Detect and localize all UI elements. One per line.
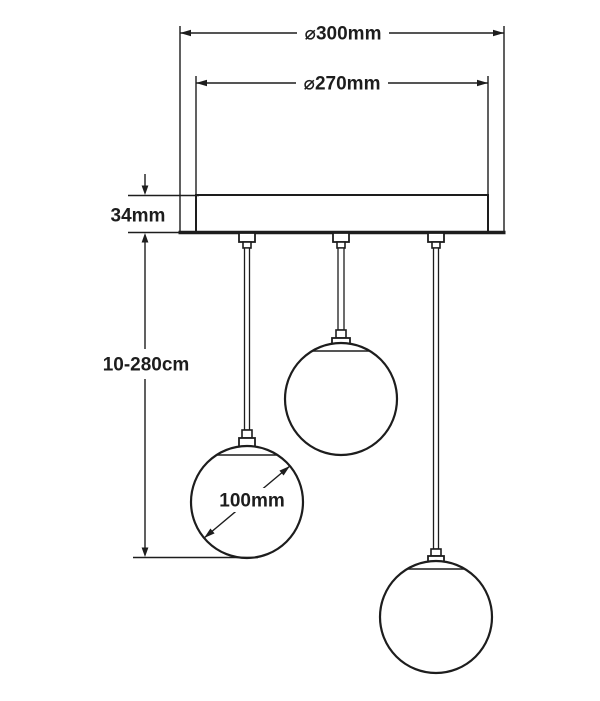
dimension-labels: ⌀300mm ⌀270mm 34mm 10-280cm 100mm — [103, 21, 389, 512]
cord-left — [243, 247, 251, 431]
cord-grip-middle — [332, 232, 350, 243]
canopy-body — [195, 194, 489, 233]
socket-collar-middle — [335, 329, 347, 339]
cord-collar-middle — [336, 241, 346, 249]
arrowhead-down-icon — [141, 547, 149, 557]
label-mask — [296, 71, 388, 95]
canopy — [178, 194, 506, 235]
arrowhead-up-icon — [141, 233, 149, 243]
canopy-height-label: 34mm — [111, 206, 166, 227]
arrowhead-upper-right-icon — [279, 466, 290, 476]
cord-collar-left — [242, 241, 252, 249]
label-mask — [217, 488, 287, 512]
pendant-middle — [283, 232, 399, 457]
globe-right — [378, 559, 494, 675]
cord-grip-right — [427, 232, 445, 243]
arrowhead-lower-left-icon — [204, 528, 215, 538]
label-mask — [297, 21, 389, 45]
dimension-cord-length — [133, 242, 258, 559]
arrowhead-right-icon — [493, 29, 504, 37]
outer-diameter-label: ⌀300mm — [305, 24, 382, 45]
socket-collar-right — [430, 548, 442, 557]
cord-length-label: 10-280cm — [103, 355, 190, 376]
dimension-canopy-height — [128, 174, 199, 243]
globe-middle — [283, 341, 399, 457]
cord-middle — [337, 247, 345, 331]
cord-right — [432, 247, 440, 550]
inner-diameter-label: ⌀270mm — [304, 74, 381, 95]
arrowhead-left-icon — [180, 29, 191, 37]
arrowhead-down-icon — [141, 185, 149, 195]
globe-diameter-label: 100mm — [219, 491, 285, 512]
cord-grip-left — [238, 232, 256, 243]
cord-collar-right — [431, 241, 441, 249]
pendant-right — [378, 232, 494, 675]
arrowhead-right-icon — [477, 79, 488, 87]
socket-collar-left — [241, 429, 253, 439]
arrowhead-left-icon — [196, 79, 207, 87]
